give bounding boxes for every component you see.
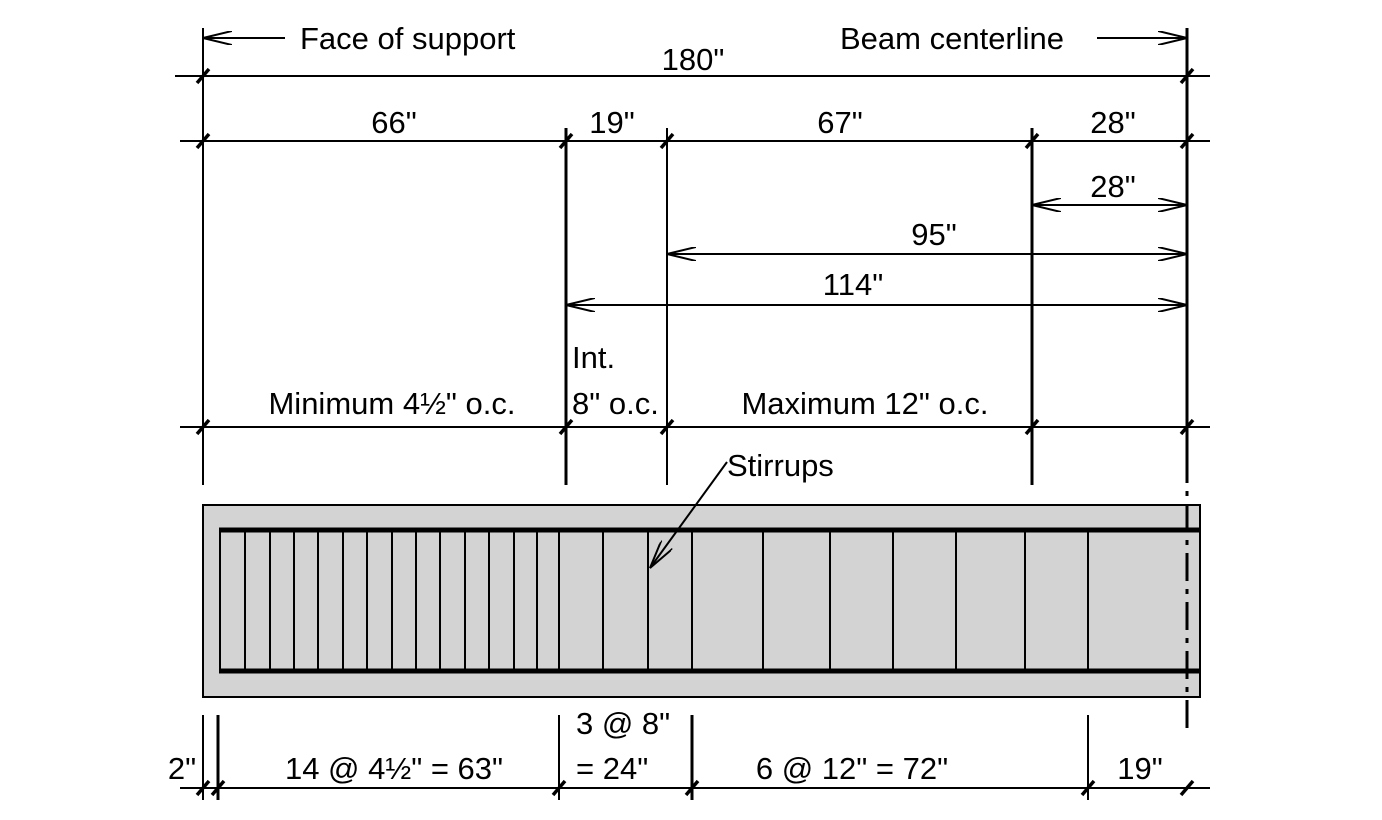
centerline-distances: 28" 95" 114": [566, 169, 1187, 305]
dimension-tick: [1179, 779, 1195, 797]
dimension-tick: [659, 418, 675, 436]
segment-dimensions: 66" 19" 67" 28": [180, 105, 1210, 142]
dim-114-label: 114": [823, 267, 883, 302]
segment-19-label: 19": [589, 105, 635, 140]
min-zone-count-label: 14 @ 4½" = 63": [285, 751, 503, 786]
segment-28-label: 28": [1090, 105, 1136, 140]
stirrups-label: Stirrups: [727, 448, 834, 483]
dimension-tick: [1024, 132, 1040, 150]
dimension-tick: [1179, 67, 1195, 85]
beam-body: [202, 504, 1201, 698]
dimension-tick: [195, 418, 211, 436]
overall-dimension: 180": [175, 42, 1210, 77]
dimension-tick: [1179, 132, 1195, 150]
zone-intermediate-label-1: Int.: [572, 340, 615, 375]
dimension-tick: [1179, 418, 1195, 436]
dimension-tick: [659, 132, 675, 150]
beam-centerline-label: Beam centerline: [840, 21, 1064, 56]
dimension-tick: [195, 779, 211, 797]
reference-labels: Face of support Beam centerline: [203, 21, 1187, 56]
end-cover-label: 2": [168, 751, 196, 786]
overall-length-label: 180": [662, 42, 725, 77]
dim-28-label: 28": [1090, 169, 1136, 204]
stirrup-layout-dimensions: 2" 14 @ 4½" = 63" 3 @ 8" = 24" 6 @ 12" =…: [168, 706, 1210, 800]
dimension-tick: [558, 132, 574, 150]
stirrups-callout: Stirrups: [650, 448, 834, 568]
face-of-support-label: Face of support: [300, 21, 516, 56]
dimension-tick: [195, 132, 211, 150]
segment-66-label: 66": [371, 105, 417, 140]
zone-intermediate-label-2: 8" o.c.: [572, 386, 659, 421]
max-zone-count-label: 6 @ 12" = 72": [756, 751, 948, 786]
dimension-tick: [558, 418, 574, 436]
int-zone-count-label-2: = 24": [576, 751, 648, 786]
stirrup-lines: [219, 530, 1089, 671]
stirrups-leader: [650, 461, 728, 568]
dimension-tick: [210, 779, 226, 797]
dimension-tick: [684, 779, 700, 797]
dimension-tick: [1024, 418, 1040, 436]
zone-minimum-label: Minimum 4½" o.c.: [268, 386, 515, 421]
dimension-tick: [195, 67, 211, 85]
dimension-ticks: [195, 67, 1195, 797]
zone-maximum-label: Maximum 12" o.c.: [741, 386, 988, 421]
end-segment-label: 19": [1117, 751, 1163, 786]
dimension-tick: [1080, 779, 1096, 797]
dim-95-label: 95": [911, 217, 957, 252]
spacing-zones: Minimum 4½" o.c. Int. 8" o.c. Maximum 12…: [180, 340, 1210, 428]
segment-67-label: 67": [817, 105, 863, 140]
beam-elevation: [202, 504, 1201, 698]
dimension-tick: [551, 779, 567, 797]
int-zone-count-label-1: 3 @ 8": [576, 706, 670, 741]
